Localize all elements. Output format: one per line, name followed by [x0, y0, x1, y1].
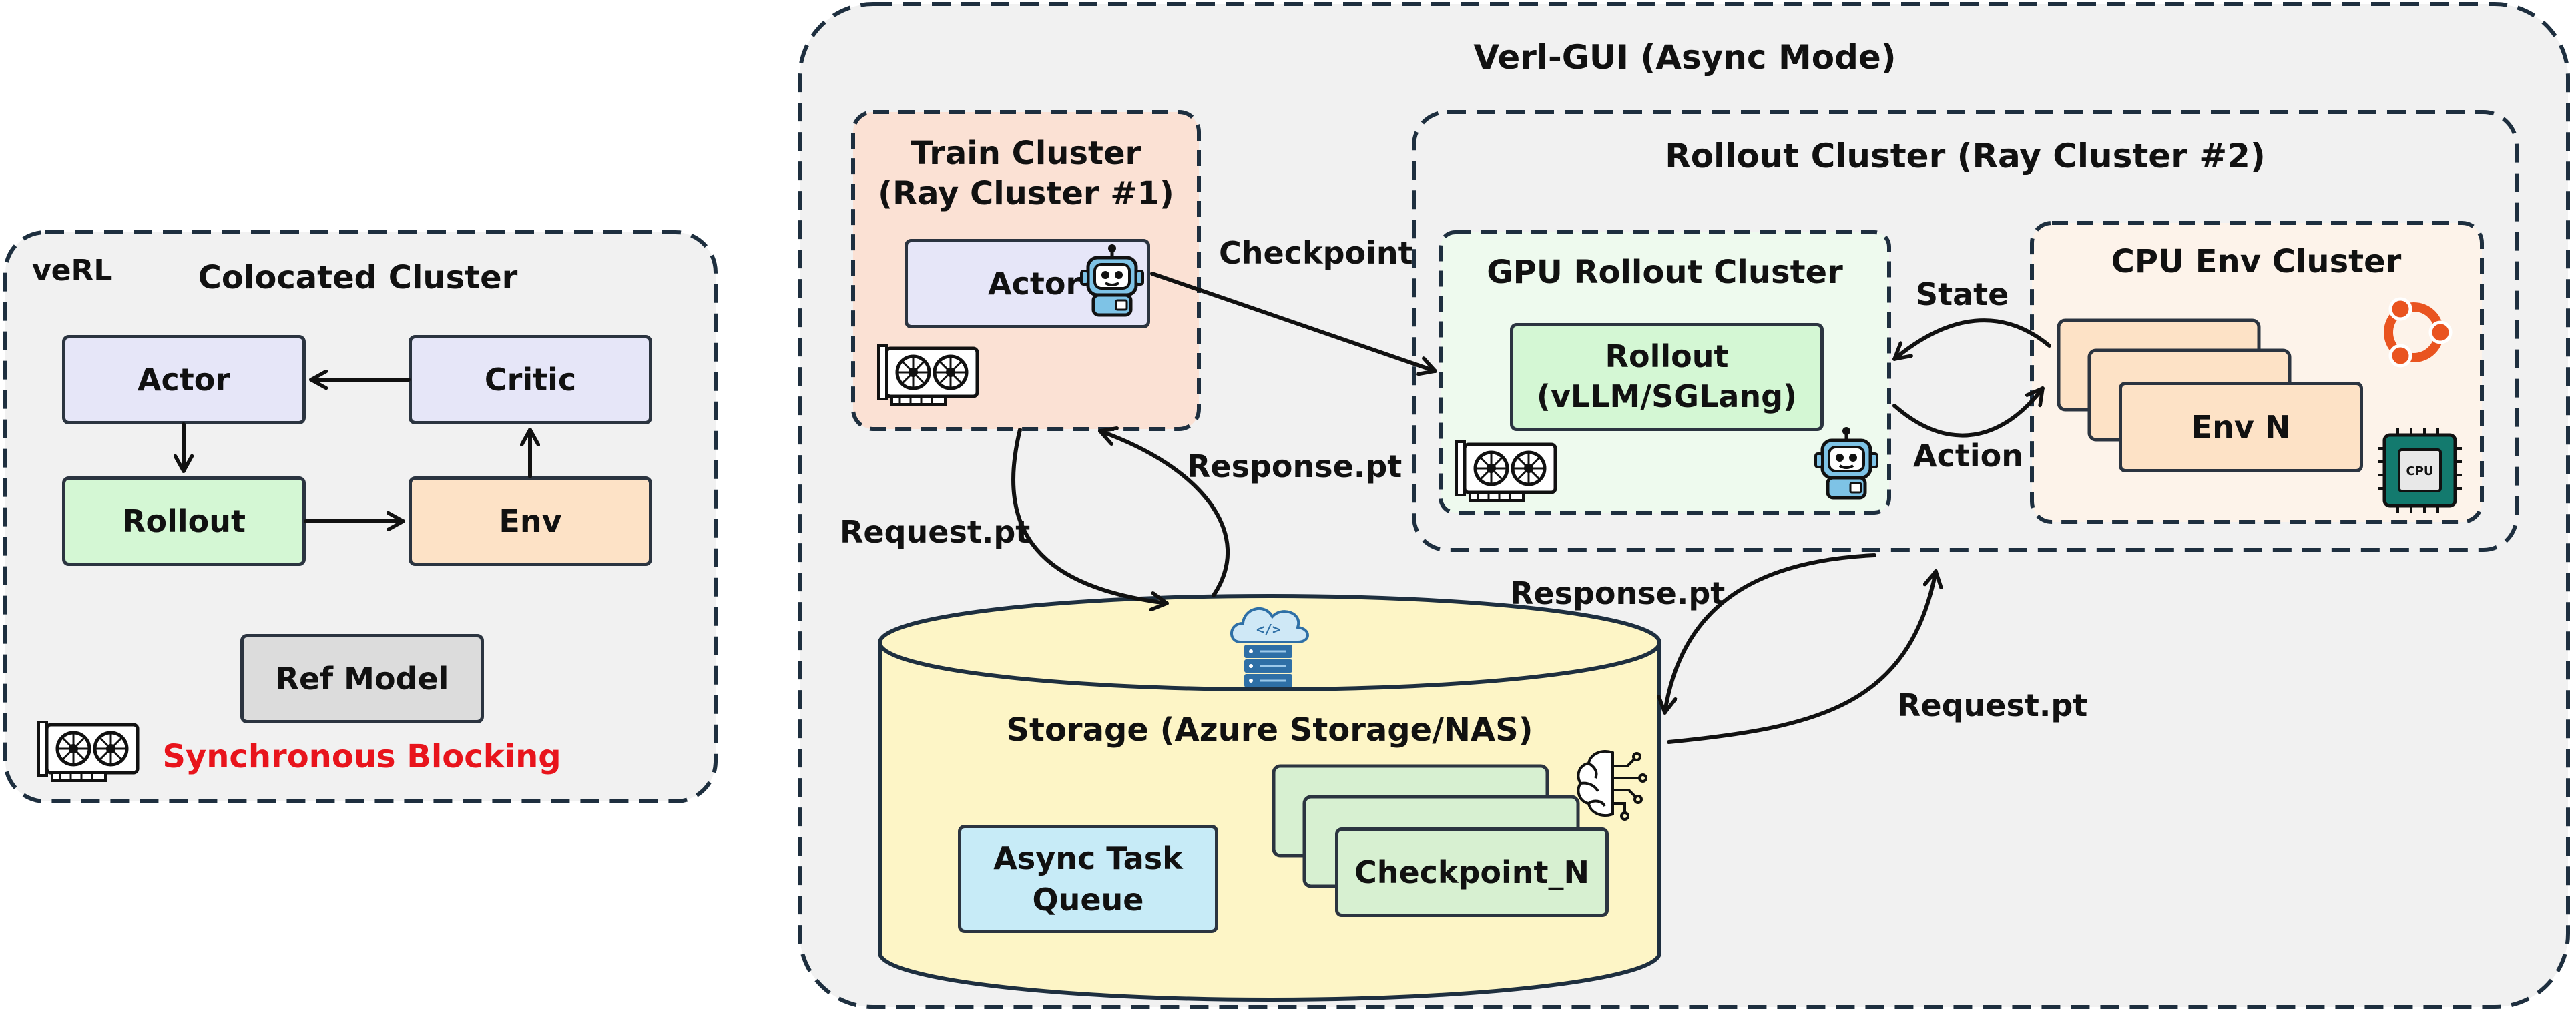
gpu-rollout-label-line2: (vLLM/SGLang) — [1536, 378, 1798, 414]
gpu-rollout-label-line1: Rollout — [1605, 338, 1729, 375]
cpu-chip-icon: CPU — [2378, 428, 2462, 513]
colocated-cluster-title: Colocated Cluster — [198, 259, 518, 296]
brain-circuit-icon — [1577, 750, 1647, 821]
arrow-state — [1892, 318, 2051, 361]
storage-title: Storage (Azure Storage/NAS) — [1006, 711, 1533, 749]
cpu-chip-text: CPU — [2406, 464, 2433, 478]
verl-tag: veRL — [32, 254, 113, 288]
verl-ref-model-box: Ref Model — [240, 634, 484, 723]
request-right-edge-label: Request.pt — [1897, 687, 2088, 723]
arrow-response-right — [1665, 553, 1876, 715]
arrow-request-left — [1011, 428, 1169, 603]
env-n-label: Env N — [2191, 408, 2291, 445]
ubuntu-icon — [2384, 297, 2453, 368]
arrow-action — [1892, 386, 2045, 438]
async-task-queue-box: Async Task Queue — [958, 825, 1218, 933]
rollout-gpu-icon — [1457, 442, 1555, 500]
rollout-cluster-title: Rollout Cluster (Ray Cluster #2) — [1665, 137, 2266, 176]
async-task-queue-line1: Async Task — [993, 839, 1183, 876]
train-gpu-icon — [878, 346, 977, 404]
arrow-checkpoint — [1150, 272, 1437, 371]
verl-env-box: Env — [409, 476, 652, 566]
checkpoint-edge-label: Checkpoint — [1219, 235, 1413, 271]
verl-env-label: Env — [499, 502, 562, 539]
synchronous-blocking-label: Synchronous Blocking — [162, 738, 561, 775]
checkpoint-n-box: Checkpoint_N — [1335, 827, 1609, 917]
train-cluster-title-line2: (Ray Cluster #1) — [878, 175, 1174, 212]
verl-gui-title: Verl-GUI (Async Mode) — [1473, 38, 1896, 77]
state-edge-label: State — [1916, 276, 2009, 312]
train-actor-label: Actor — [988, 265, 1081, 302]
checkpoint-n-label: Checkpoint_N — [1354, 854, 1590, 890]
cloud-code-text: </> — [1256, 621, 1280, 637]
verl-rollout-label: Rollout — [122, 502, 246, 539]
train-cluster-title: Train Cluster (Ray Cluster #1) — [878, 133, 1174, 214]
cloud-server-icon: </> — [1230, 607, 1309, 687]
async-task-queue-line2: Queue — [1032, 882, 1144, 918]
gpu-rollout-cluster-title: GPU Rollout Cluster — [1487, 254, 1843, 291]
rollout-robot-icon — [1816, 427, 1877, 498]
verl-actor-label: Actor — [137, 361, 231, 398]
verl-critic-box: Critic — [409, 335, 652, 424]
request-left-edge-label: Request.pt — [840, 514, 1031, 550]
cpu-env-cluster-title: CPU Env Cluster — [2111, 243, 2402, 280]
train-cluster-title-line1: Train Cluster — [911, 135, 1141, 172]
verl-ref-model-label: Ref Model — [275, 660, 449, 697]
arrow-request-right — [1667, 569, 1936, 744]
env-n-box: Env N — [2119, 382, 2363, 472]
action-edge-label: Action — [1913, 438, 2023, 474]
verl-gpu-icon — [39, 722, 138, 781]
response-right-edge-label: Response.pt — [1510, 575, 1726, 611]
response-left-edge-label: Response.pt — [1187, 448, 1402, 484]
gpu-rollout-box: Rollout (vLLM/SGLang) — [1510, 323, 1824, 431]
train-robot-icon — [1081, 244, 1143, 315]
arrow-response-left — [1098, 431, 1230, 597]
verl-critic-label: Critic — [484, 361, 577, 398]
verl-rollout-box: Rollout — [62, 476, 306, 566]
